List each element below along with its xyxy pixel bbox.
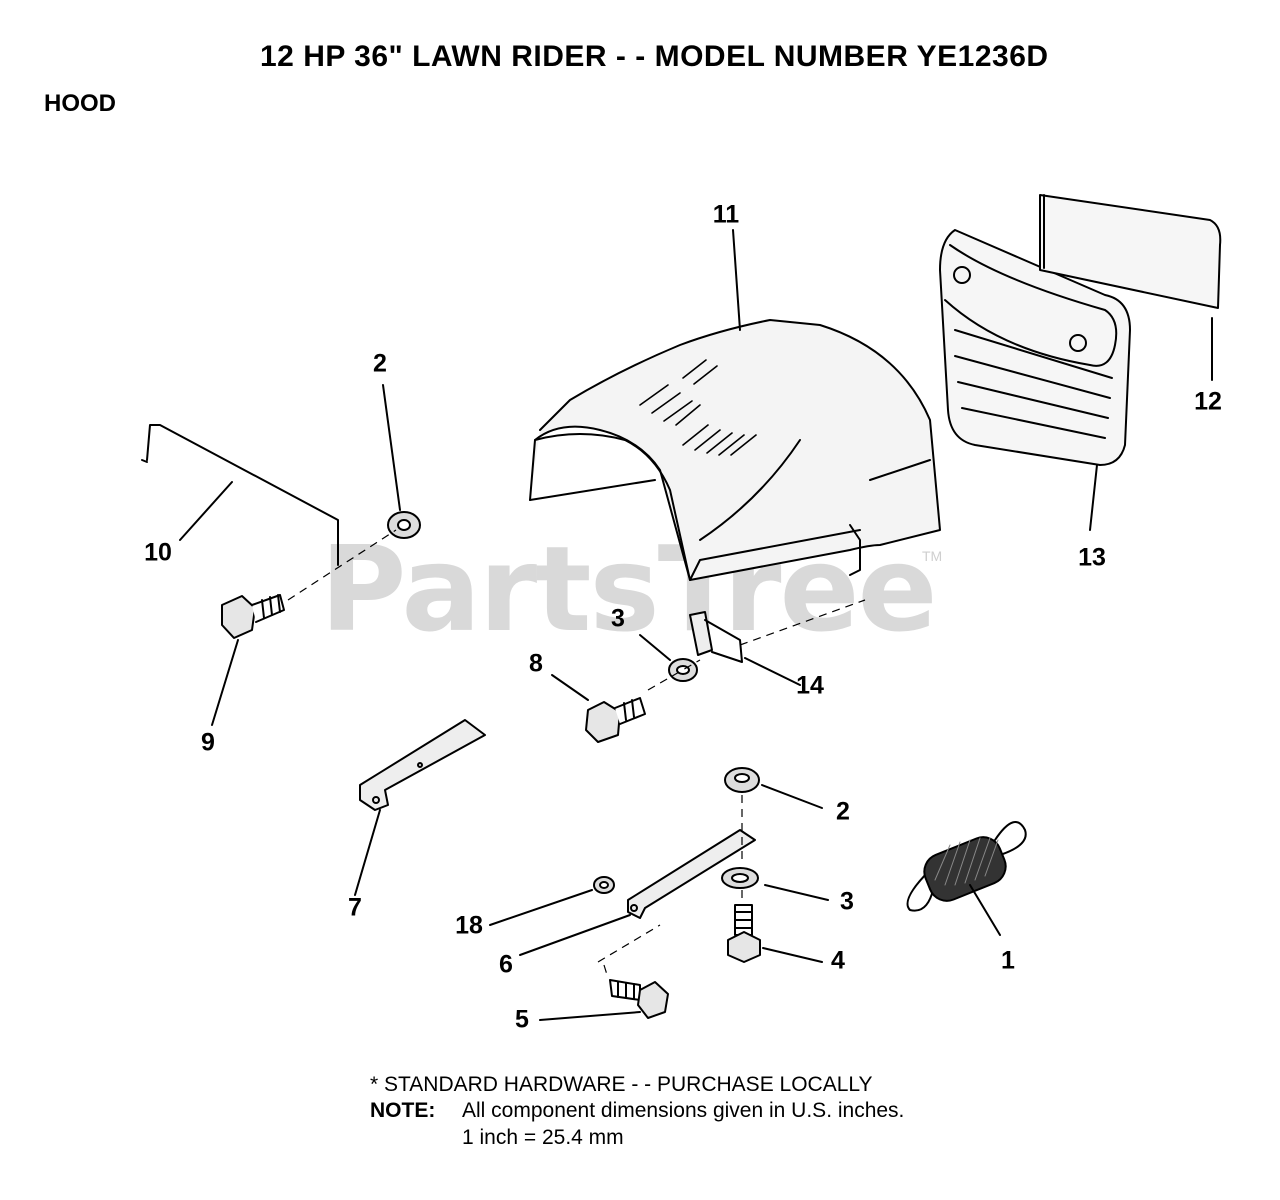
hood-vents bbox=[639, 359, 757, 456]
callout-8: 8 bbox=[529, 649, 543, 678]
callout-11: 11 bbox=[712, 200, 740, 229]
nut-part-top bbox=[382, 384, 421, 539]
footnotes: * STANDARD HARDWARE - - PURCHASE LOCALLY… bbox=[370, 1072, 904, 1151]
grille-part bbox=[939, 229, 1131, 531]
callout-2-lower: 2 bbox=[836, 797, 850, 826]
spring-part-1 bbox=[906, 821, 1027, 936]
bolt-part-5 bbox=[539, 979, 669, 1021]
hinge-bracket-part bbox=[689, 611, 801, 686]
page-title: 12 HP 36" LAWN RIDER - - MODEL NUMBER YE… bbox=[260, 40, 1049, 73]
note-label: NOTE: bbox=[370, 1099, 436, 1123]
callout-14: 14 bbox=[796, 671, 824, 700]
callout-1: 1 bbox=[1001, 946, 1015, 975]
callout-18: 18 bbox=[455, 911, 483, 940]
washer-part-18 bbox=[489, 876, 615, 926]
bolt-part-4 bbox=[727, 904, 823, 963]
link-part-6 bbox=[519, 829, 756, 956]
washer-part-top bbox=[639, 634, 698, 682]
hood-part bbox=[529, 229, 941, 581]
callout-10: 10 bbox=[144, 538, 172, 567]
alignment-line-2 bbox=[647, 659, 701, 691]
bolt-part-8 bbox=[551, 674, 646, 743]
conversion-note: 1 inch = 25.4 mm bbox=[462, 1125, 624, 1149]
callout-2-top: 2 bbox=[373, 349, 387, 378]
lens-part bbox=[1039, 194, 1222, 381]
washer-part-lower bbox=[721, 867, 829, 901]
callout-5: 5 bbox=[515, 1005, 529, 1034]
watermark-tm: TM bbox=[922, 548, 943, 564]
callout-3-lower: 3 bbox=[840, 887, 854, 916]
callout-9: 9 bbox=[201, 728, 215, 757]
callout-7: 7 bbox=[348, 893, 362, 922]
alignment-line-1 bbox=[287, 529, 397, 601]
hood-rod-part bbox=[141, 424, 339, 566]
section-label: HOOD bbox=[44, 90, 116, 117]
callout-12: 12 bbox=[1194, 387, 1222, 416]
note-text: All component dimensions given in U.S. i… bbox=[462, 1099, 905, 1123]
bolt-part-9 bbox=[211, 594, 285, 726]
alignment-line-3 bbox=[739, 599, 866, 646]
alignment-line-6 bbox=[597, 924, 661, 963]
callout-4: 4 bbox=[831, 946, 845, 975]
standard-hardware-note: * STANDARD HARDWARE - - PURCHASE LOCALLY bbox=[370, 1073, 873, 1096]
alignment-line-7 bbox=[603, 964, 609, 979]
callout-13: 13 bbox=[1078, 543, 1106, 572]
callout-6: 6 bbox=[499, 950, 513, 979]
callout-3-top: 3 bbox=[611, 604, 625, 633]
nut-part-lower bbox=[724, 767, 823, 809]
brace-part-7 bbox=[354, 719, 486, 896]
